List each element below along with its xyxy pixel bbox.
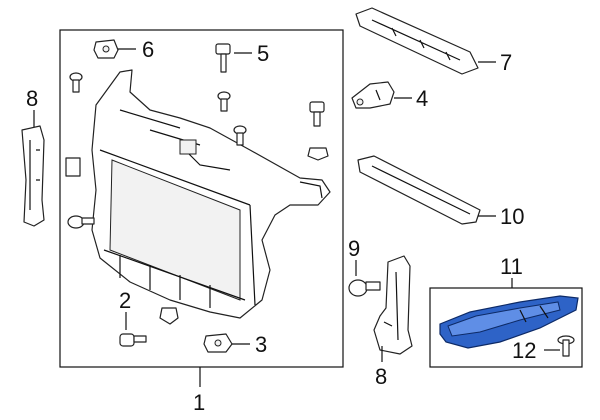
clip-nut-part-6 <box>93 39 119 59</box>
callout-2: 2 <box>119 288 131 313</box>
callout-1: 1 <box>193 390 205 415</box>
upper-seal-part-7 <box>355 7 479 75</box>
push-pin-fastener <box>65 72 329 325</box>
callout-11: 11 <box>500 254 523 279</box>
side-bracket-left-part-8 <box>21 125 45 227</box>
screw-part-12 <box>557 335 575 357</box>
callout-7: 7 <box>500 50 512 75</box>
lower-seal-part-10 <box>357 155 481 225</box>
callout-10: 10 <box>500 204 524 229</box>
callout-6: 6 <box>142 37 154 62</box>
assembly-frame-box <box>59 29 344 368</box>
bolt-part-2 <box>119 333 147 347</box>
bracket-part-4 <box>351 81 395 109</box>
callout-9: 9 <box>348 236 360 261</box>
air-deflector-shield-part-11 <box>439 295 579 349</box>
part-11-group-box <box>429 287 583 368</box>
push-pin-part-9 <box>348 279 381 297</box>
radiator-support-part <box>91 69 331 319</box>
callout-3: 3 <box>255 332 267 357</box>
callout-8-left: 8 <box>26 86 38 111</box>
callout-8-right: 8 <box>375 364 387 389</box>
callout-12: 12 <box>512 338 536 363</box>
bolt-part-5 <box>215 43 231 73</box>
callout-5: 5 <box>257 41 269 66</box>
clip-nut-part-3 <box>203 333 233 353</box>
callout-4: 4 <box>416 86 428 111</box>
side-bracket-right-part-8 <box>373 255 413 355</box>
